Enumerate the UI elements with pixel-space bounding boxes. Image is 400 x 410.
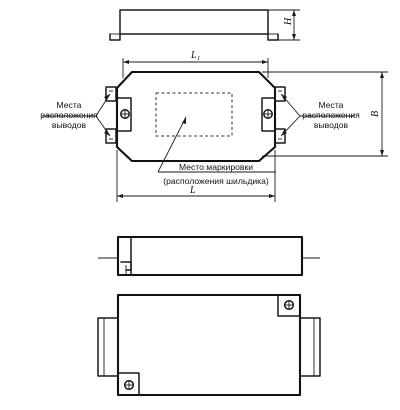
leads-label-right-3: выводов (314, 120, 349, 130)
leads-label-left-2: расположения (40, 110, 98, 120)
dimension-l: L (116, 150, 276, 202)
left-screw-icon (120, 109, 130, 119)
plan-view-main (105, 70, 286, 163)
dimension-l1: L 1 (122, 50, 269, 78)
dimension-l-label: L (189, 185, 196, 196)
dimension-l1-label: L (190, 50, 197, 61)
side-view-top: H (109, 9, 300, 41)
plan-view-bottom (97, 293, 321, 397)
dimension-b: B (262, 71, 388, 157)
right-screw-icon (263, 109, 273, 119)
leader-left (42, 93, 111, 137)
leader-right (280, 93, 354, 137)
leads-label-left-3: выводов (52, 120, 87, 130)
marking-label-2: (расположения шильдика) (163, 176, 269, 186)
mount-hole-top-right-icon (283, 299, 295, 311)
marking-label-1: Место маркировки (179, 162, 253, 172)
mount-hole-bottom-left-icon (123, 379, 135, 391)
dimension-b-label: B (370, 111, 381, 117)
leads-label-left-1: Места (57, 100, 82, 110)
dimension-l1-subscript: 1 (197, 55, 200, 62)
leader-marking (157, 116, 276, 173)
dimension-h: H (283, 17, 294, 26)
leads-label-right-1: Места (319, 100, 344, 110)
leads-label-right-2: расположения (302, 110, 360, 120)
side-view-bottom (98, 235, 320, 277)
